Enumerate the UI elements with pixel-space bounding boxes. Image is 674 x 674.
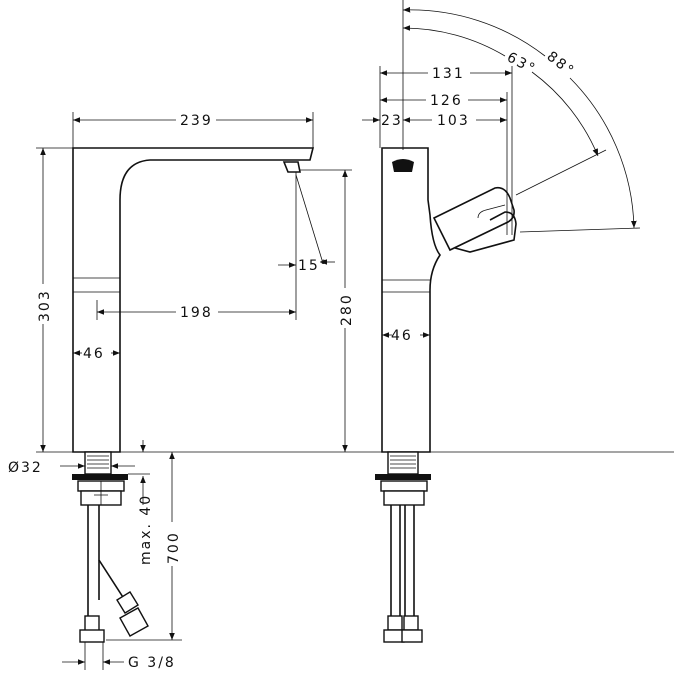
dim-spout-reach: 239 <box>180 113 213 129</box>
side-view-faucet <box>375 147 517 643</box>
dim-offset: 23 <box>381 113 403 129</box>
dim-handle-angle-88: 88° <box>544 49 578 81</box>
front-view-dimensions: 239 303 280 198 46 15° Ø32 max. 40 700 G… <box>8 111 674 671</box>
dim-spout-angle: 15° <box>298 258 329 274</box>
dim-spout-height: 280 <box>339 293 355 326</box>
dim-total-height: 303 <box>37 289 53 322</box>
dim-hose-length: 700 <box>166 531 182 564</box>
dim-connection-thread: G 3/8 <box>128 655 176 671</box>
dim-base-diameter: Ø32 <box>8 460 43 476</box>
dim-max-deck-thickness: max. 40 <box>138 494 154 565</box>
dim-body-width-side: 46 <box>391 328 413 344</box>
dim-body-width-front: 46 <box>83 346 105 362</box>
dim-handle-offset: 103 <box>437 113 470 129</box>
dim-handle-reach-max: 131 <box>432 66 465 82</box>
dim-handle-reach: 126 <box>430 93 463 109</box>
front-view-faucet <box>72 147 315 643</box>
dim-outlet-distance: 198 <box>180 305 213 321</box>
side-view-dimensions: 131 126 23 103 46 63° 88° <box>362 0 641 344</box>
